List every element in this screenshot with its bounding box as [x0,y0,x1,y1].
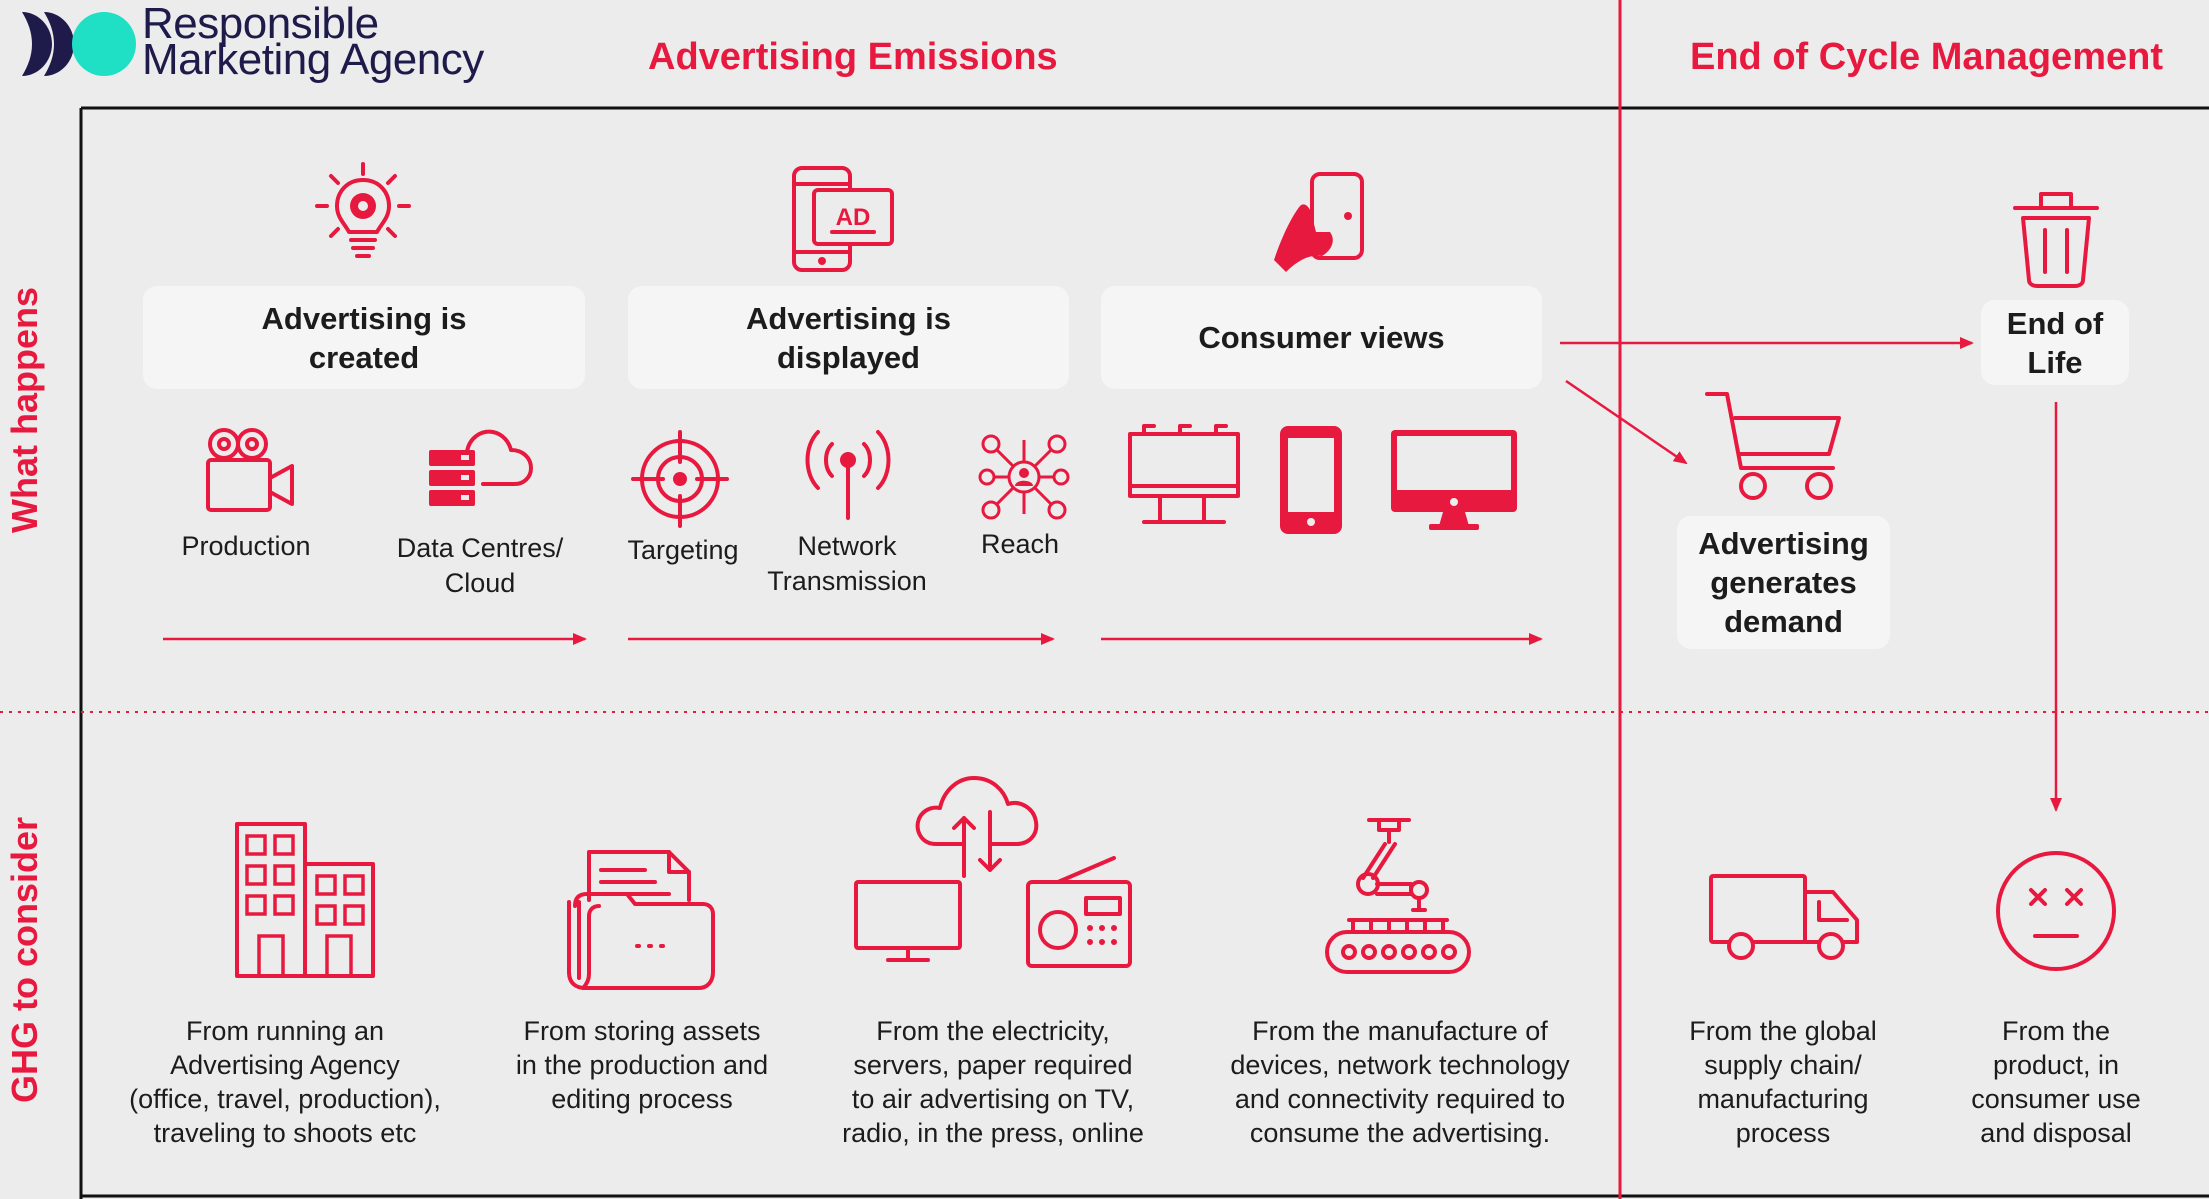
smartphone-icon [1278,424,1344,536]
row-title-ghg-wrap: GHG to consider [0,780,50,1140]
shopping-cart-icon [1705,390,1845,506]
ad-screen-text: AD [836,204,871,231]
office-building-icon [233,820,377,978]
target-crosshair-icon [631,430,729,528]
stage-consumer-views-label: Consumer views [1198,320,1445,355]
brand-name-line2: Marketing Agency [142,35,484,84]
media-devices-icon [854,770,1132,970]
antenna-signal-icon [802,426,894,520]
lightbulb-gear-icon [313,162,413,266]
row-title-ghg: GHG to consider [4,816,45,1104]
section-title-advertising-emissions: Advertising Emissions [648,36,1058,78]
video-camera-icon [204,426,296,514]
hand-holding-phone-icon [1272,170,1372,274]
section-title-end-of-cycle: End of Cycle Management [1690,36,2163,78]
label-production: Production [181,531,311,561]
row-title-what-happens-wrap: What happens [0,250,50,570]
label-targeting: Targeting [627,535,739,565]
stage-generates-demand-label: Advertising generates demand [1698,526,1869,639]
ghg-storing-description: From storing assets in the production an… [515,1016,769,1114]
brand-logo: Responsible Marketing Agency [8,0,538,84]
ghg-agency-description: From running an Advertising Agency (offi… [129,1016,441,1148]
stage-advertising-displayed-label: Advertising is displayed [746,300,951,375]
stage-consumer-views: Consumer views [1101,286,1542,389]
label-data-centres: Data Centres/ Cloud [396,533,564,598]
folder-documents-icon [565,842,717,992]
stage-advertising-created-label: Advertising is created [261,300,467,375]
billboard-icon [1126,424,1242,530]
row-title-what-happens: What happens [4,286,46,534]
label-reach: Reach [980,529,1060,559]
stage-advertising-created: Advertising is created [143,286,585,389]
ghg-supply-chain-description: From the global supply chain/ manufactur… [1689,1016,1877,1148]
ghg-electricity-description: From the electricity, servers, paper req… [842,1016,1144,1148]
ghg-manufacture-description: From the manufacture of devices, network… [1230,1016,1570,1148]
network-reach-icon [978,432,1070,522]
brand-name-line1: Responsible [142,0,379,48]
desktop-monitor-icon [1389,428,1519,534]
stage-end-of-life-label: End of Life [2006,305,2104,380]
frame-border [79,106,2209,1199]
stage-advertising-displayed: Advertising is displayed [628,286,1069,389]
logo-mark-icon [22,12,136,76]
label-network: Network Transmission [767,531,927,596]
data-centre-cloud-icon [427,428,533,510]
stage-end-of-life: End of Life [1981,300,2129,385]
dead-face-icon [1993,848,2119,974]
robotic-arm-conveyor-icon [1323,816,1473,978]
delivery-truck-icon [1707,872,1861,964]
ad-display-icon: AD [790,166,894,272]
arrow-to-demand [1565,379,1688,465]
stage-generates-demand: Advertising generates demand [1677,516,1890,649]
ghg-disposal-description: From the product, in consumer use and di… [1971,1016,2141,1148]
trash-bin-icon [2011,188,2101,288]
